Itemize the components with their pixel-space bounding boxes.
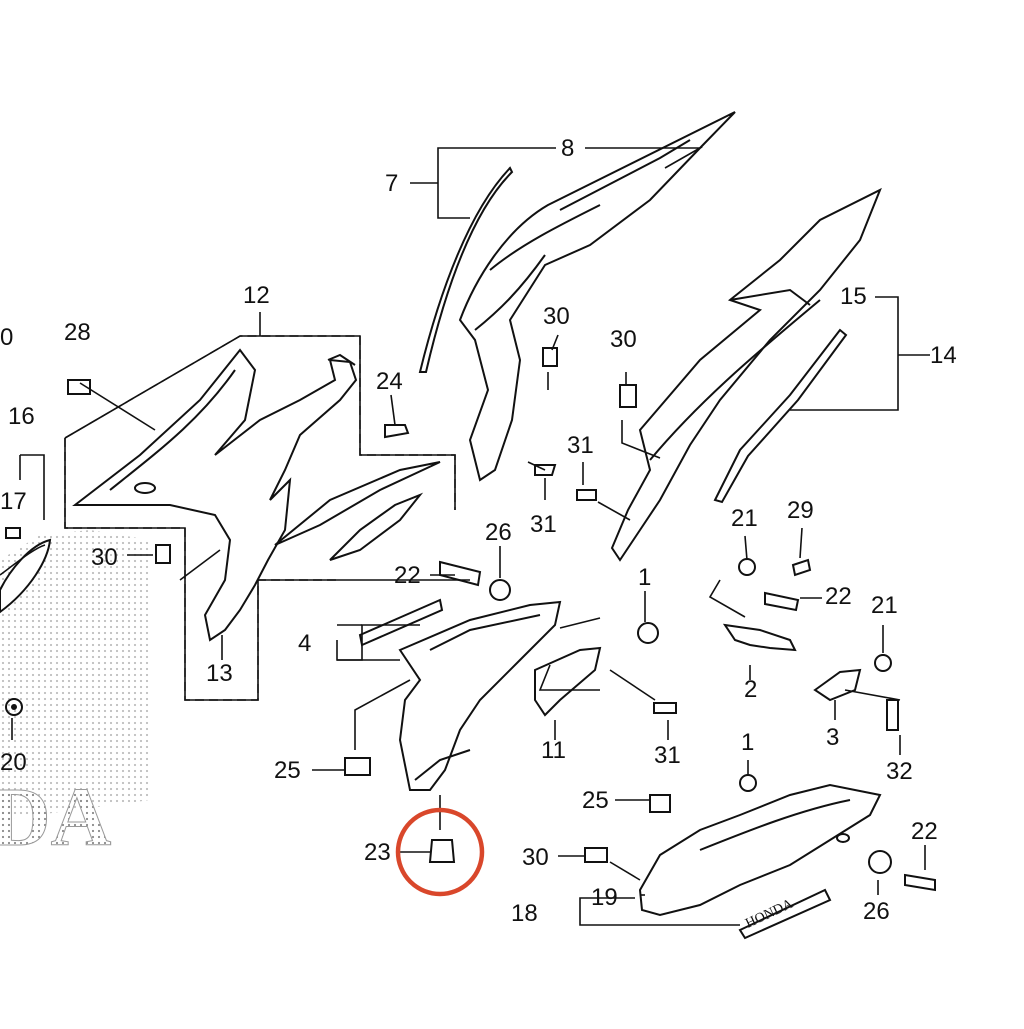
part-10-lower-cover — [358, 598, 602, 791]
bolt-24 — [384, 424, 410, 439]
collar-26-upper — [489, 579, 511, 601]
callout-26: 26 — [485, 519, 512, 546]
part-12-left-shroud — [72, 348, 441, 642]
callout-18: 18 — [511, 900, 538, 927]
callout-31: 31 — [567, 432, 594, 459]
callout-30: 30 — [610, 326, 637, 353]
callout-24: 24 — [376, 368, 403, 395]
callout-4: 4 — [298, 630, 312, 657]
screw-31-lower — [653, 702, 677, 714]
bolt-22-right — [764, 591, 800, 612]
left-panel-fragment — [0, 527, 150, 820]
callout-14: 14 — [930, 342, 957, 369]
callout-21: 21 — [871, 592, 898, 619]
clip-30-left — [155, 544, 171, 564]
screw-23 — [428, 839, 456, 863]
callout-1: 1 — [638, 564, 652, 591]
nut-21-lower — [874, 654, 892, 672]
clip-30-lower — [584, 847, 608, 863]
brand-decal — [738, 888, 832, 940]
callout-12: 12 — [243, 282, 270, 309]
callout-25: 25 — [274, 757, 301, 784]
callout-30: 30 — [522, 844, 549, 871]
callout-3: 3 — [826, 724, 840, 751]
bolt-22-left — [439, 560, 482, 587]
callout-20: 20 — [0, 749, 27, 776]
grommet-1-upper — [637, 622, 659, 644]
callout-22: 22 — [911, 818, 938, 845]
callout-29: 29 — [787, 497, 814, 524]
highlight-circle — [395, 807, 485, 897]
callout-11: 11 — [541, 737, 566, 764]
part-2-3-brackets — [722, 623, 862, 702]
part-15-right-cover — [610, 187, 882, 562]
callout-1: 1 — [741, 729, 755, 756]
part-18-lower-fairing: HONDA — [638, 783, 882, 940]
part-11-bracket — [534, 646, 602, 717]
clip-28 — [67, 379, 91, 395]
watermark-text: DA — [0, 771, 112, 864]
callout-22: 22 — [825, 583, 852, 610]
callout-15: 15 — [840, 283, 867, 310]
callout-22: 22 — [394, 562, 421, 589]
clip-29 — [791, 558, 812, 577]
collar-26-lower — [868, 850, 892, 874]
callout-13: 13 — [206, 660, 233, 687]
callout-7: 7 — [385, 170, 399, 197]
callout-19: 19 — [591, 884, 618, 911]
bolt-25-left — [344, 757, 371, 776]
bolt-22-lower — [904, 873, 936, 892]
callout-17: 17 — [0, 488, 27, 515]
callout-8: 8 — [561, 135, 575, 162]
callout-2: 2 — [744, 676, 758, 703]
grommet-1-lower — [739, 774, 757, 792]
callout-30: 30 — [91, 544, 118, 571]
part-20-nut — [5, 698, 23, 716]
part-17-shape — [5, 527, 21, 539]
bolt-32 — [886, 699, 899, 731]
leader-lines — [11, 147, 930, 926]
callout-31: 31 — [530, 511, 557, 538]
callout-0: 0 — [0, 324, 14, 351]
callout-31: 31 — [654, 742, 681, 769]
clip-30-right — [619, 384, 637, 408]
callout-30: 30 — [543, 303, 570, 330]
callout-21: 21 — [731, 505, 758, 532]
bolt-25-right — [649, 794, 671, 813]
callout-28: 28 — [64, 319, 91, 346]
group-frame — [64, 335, 456, 701]
screw-31-mid — [576, 489, 597, 501]
nut-21-upper — [738, 558, 756, 576]
callout-25: 25 — [582, 787, 609, 814]
part-8-upper-cover — [418, 111, 736, 482]
callout-23: 23 — [364, 839, 391, 866]
callout-32: 32 — [886, 758, 913, 785]
callout-16: 16 — [8, 403, 35, 430]
callout-26: 26 — [863, 898, 890, 925]
clip-30-upper — [542, 347, 558, 367]
